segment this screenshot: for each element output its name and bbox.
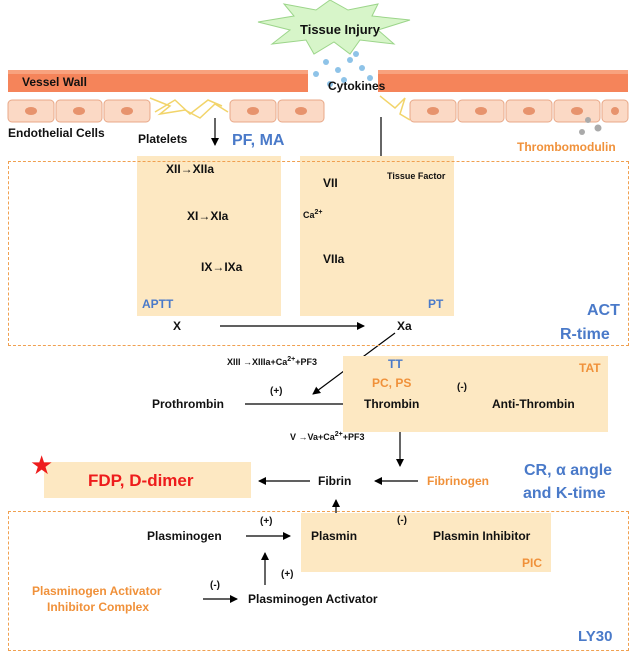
k-time-label: and K-time <box>523 485 606 502</box>
ix-step: IX→IXa <box>201 260 243 274</box>
prothrombin-label: Prothrombin <box>152 397 224 411</box>
fdp-d-dimer-label: FDP, D-dimer <box>88 471 194 490</box>
plasminogen-label: Plasminogen <box>147 529 222 543</box>
pic-label: PIC <box>522 556 543 570</box>
tat-label: TAT <box>579 361 601 375</box>
vii-label: VII <box>323 176 338 190</box>
vessel-wall-right <box>378 70 628 92</box>
pt-label: PT <box>428 297 444 311</box>
act-region <box>8 161 629 346</box>
tt-label: TT <box>388 357 403 371</box>
plus-sign-activator: (+) <box>281 569 294 580</box>
tissue-factor-label: Tissue Factor <box>387 171 446 181</box>
platelets-label: Platelets <box>138 132 188 146</box>
viia-label: VIIa <box>323 252 345 266</box>
aptt-label: APTT <box>142 297 174 311</box>
intrinsic-pathway-box <box>137 156 281 316</box>
cytokines-label: Cytokines <box>328 79 386 93</box>
plus-sign-thrombin: (+) <box>270 386 283 397</box>
xiii-cofactor-label: XIII →XIIIa+Ca2++PF3 <box>227 356 318 367</box>
plus-sign-plasminogen: (+) <box>260 516 273 527</box>
pai-complex-line2: Inhibitor Complex <box>47 600 149 614</box>
endothelial-cells-label: Endothelial Cells <box>8 126 105 140</box>
thrombomodulin-dots <box>579 117 602 135</box>
ly30-label: LY30 <box>578 628 613 645</box>
fdp-box <box>44 462 251 498</box>
xi-step: XI→XIa <box>187 209 229 223</box>
plasmin-label: Plasmin <box>311 529 358 543</box>
fibrin-label: Fibrin <box>318 474 352 488</box>
fibrinogen-label: Fibrinogen <box>427 474 489 488</box>
ca-label: Ca2+ <box>303 209 323 220</box>
plasmin-inhibitor-label: Plasmin Inhibitor <box>433 529 531 543</box>
plasmin-box <box>301 513 551 572</box>
thrombomodulin-label: Thrombomodulin <box>517 140 616 154</box>
vessel-wall-left <box>8 70 308 92</box>
v-cofactor-label: V →Va+Ca2++PF3 <box>290 431 365 442</box>
minus-sign-thrombin: (-) <box>457 382 467 393</box>
star-icon: ★ <box>30 450 54 480</box>
thrombin-label: Thrombin <box>364 397 420 411</box>
pai-complex-line1: Plasminogen Activator <box>32 584 162 598</box>
xii-step: XII→XIIa <box>166 162 215 176</box>
pc-ps-label: PC, PS <box>372 376 412 390</box>
x-label: X <box>173 319 182 333</box>
cytokine-dots <box>313 51 373 87</box>
thrombin-box <box>343 356 608 432</box>
vessel-wall-label: Vessel Wall <box>22 75 87 89</box>
xa-label: Xa <box>397 319 412 333</box>
plasminogen-activator-label: Plasminogen Activator <box>248 592 378 606</box>
fibrinolysis-region <box>8 511 629 651</box>
r-time-label: R-time <box>560 326 610 343</box>
pf-ma-label: PF, MA <box>232 132 285 149</box>
tissue-injury-label: Tissue Injury <box>300 22 380 37</box>
platelet-aggregate <box>149 95 411 121</box>
minus-sign-activator: (-) <box>210 580 220 591</box>
cr-alpha-angle-label: CR, α angle <box>524 462 613 479</box>
tissue-injury-burst <box>257 0 411 55</box>
extrinsic-pathway-box <box>300 156 454 316</box>
anti-thrombin-label: Anti-Thrombin <box>492 397 575 411</box>
act-label: ACT <box>587 302 620 319</box>
minus-sign-plasmin: (-) <box>397 515 407 526</box>
